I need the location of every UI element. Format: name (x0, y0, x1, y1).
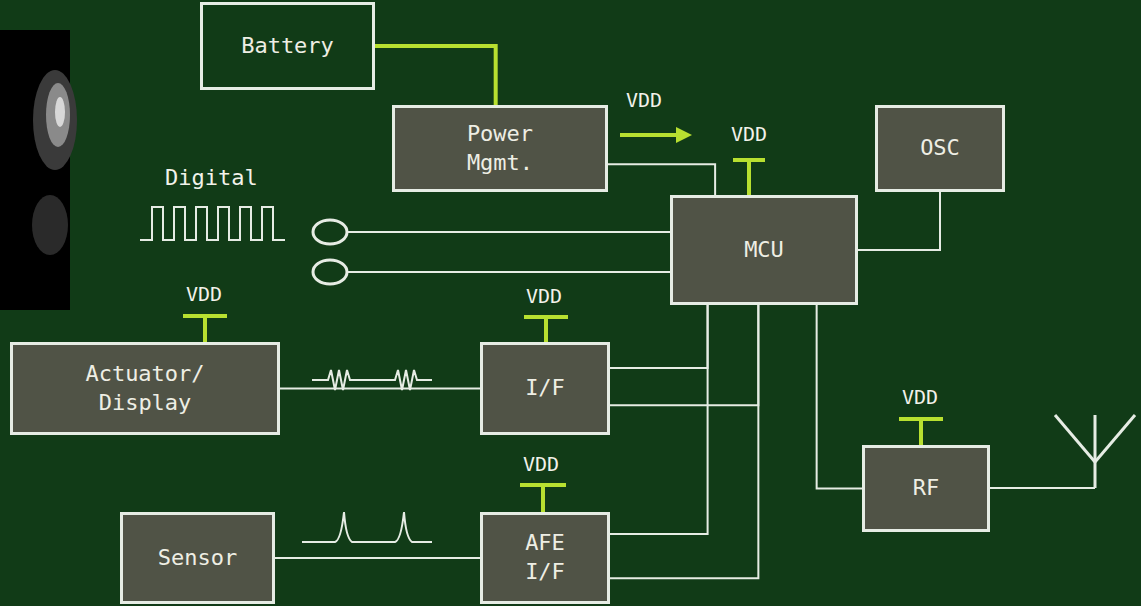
box-label: Sensor (158, 544, 237, 573)
signal-wire (275, 558, 480, 559)
box-label: Power Mgmt. (460, 120, 539, 177)
box-label: MCU (744, 236, 784, 265)
antenna-symbol (1055, 415, 1095, 462)
process-box: Actuator/ Display (10, 342, 280, 435)
interface-box: I/F (480, 342, 610, 435)
box-label: I/F (525, 374, 565, 403)
box-label: Battery (241, 32, 334, 61)
box-label: AFE I/F (519, 529, 572, 586)
radio-box: RF (862, 445, 990, 532)
box-label: Actuator/ Display (79, 360, 211, 417)
supply-label: VDD (731, 122, 767, 146)
signal-wire (817, 305, 862, 489)
photo-detail (32, 195, 68, 255)
input-wire (347, 271, 670, 273)
signal-wire (610, 305, 758, 578)
signal-label: Digital (165, 165, 258, 190)
photo-detail (33, 70, 77, 170)
box-label: OSC (920, 134, 960, 163)
supply-label: VDD (626, 88, 662, 112)
input-wire (347, 231, 670, 233)
signal-wire (608, 164, 715, 195)
signal-wire (610, 305, 708, 368)
power-source-box: Battery (200, 2, 375, 90)
interface-box: AFE I/F (480, 512, 610, 604)
process-box: OSC (875, 105, 1005, 192)
sensor-pulses (302, 512, 432, 542)
supply-label: VDD (902, 385, 938, 409)
signal-wire (280, 388, 480, 389)
processor-box: MCU (670, 195, 858, 305)
process-box: Power Mgmt. (392, 105, 608, 192)
supply-label: VDD (526, 284, 562, 308)
power-line (375, 46, 496, 105)
supply-arrow (620, 133, 680, 137)
antenna-symbol (1095, 415, 1135, 462)
photo-detail (46, 83, 70, 147)
supply-tees (183, 160, 943, 512)
supply-label: VDD (186, 282, 222, 306)
antenna-symbol (1094, 415, 1097, 488)
sensor-box: Sensor (120, 512, 275, 604)
drive-signal (312, 370, 432, 390)
photo-detail (55, 97, 65, 127)
digital-waveform (140, 207, 285, 240)
supply-label: VDD (523, 452, 559, 476)
input-terminal (313, 260, 347, 284)
signal-wire (858, 192, 940, 250)
box-label: RF (913, 474, 940, 503)
signal-wire (610, 305, 758, 405)
input-terminal (313, 220, 347, 244)
antenna-wire (990, 487, 1095, 489)
signal-wire (610, 305, 708, 534)
arrow-head (676, 127, 692, 143)
